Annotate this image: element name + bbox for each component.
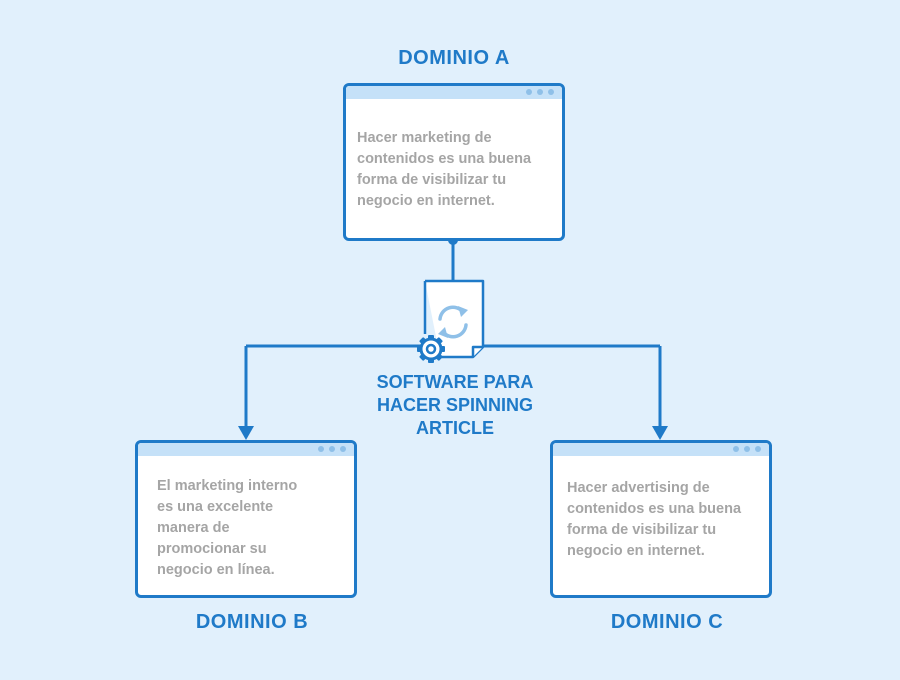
window-dots-icon bbox=[318, 446, 346, 452]
domain-c-title: DOMINIO C bbox=[610, 611, 724, 633]
domain-a-title: DOMINIO A bbox=[398, 47, 510, 69]
window-dots-icon bbox=[733, 446, 761, 452]
domain-c-window: Hacer advertising de contenidos es una b… bbox=[550, 440, 772, 598]
arrow-to-c-icon bbox=[652, 426, 668, 440]
domain-a-text: Hacer marketing de contenidos es una bue… bbox=[357, 130, 532, 209]
domain-b-text: El marketing interno es una excelente ma… bbox=[157, 478, 298, 578]
software-label-line: HACER SPINNING bbox=[376, 395, 533, 415]
domain-a-window: Hacer marketing de contenidos es una bue… bbox=[343, 83, 565, 241]
software-label-line: SOFTWARE PARA bbox=[376, 372, 534, 392]
document-icon bbox=[417, 279, 485, 363]
window-titlebar bbox=[138, 443, 354, 456]
domain-b-window: El marketing interno es una excelente ma… bbox=[135, 440, 357, 598]
window-titlebar bbox=[553, 443, 769, 456]
domain-c-text: Hacer advertising de contenidos es una b… bbox=[567, 480, 742, 559]
window-dots-icon bbox=[526, 89, 554, 95]
window-titlebar bbox=[346, 86, 562, 99]
software-label-line: ARTICLE bbox=[416, 418, 494, 438]
software-label: SOFTWARE PARA HACER SPINNING ARTICLE bbox=[345, 371, 565, 440]
gear-icon bbox=[417, 335, 445, 363]
arrow-to-b-icon bbox=[238, 426, 254, 440]
domain-b-title: DOMINIO B bbox=[195, 611, 309, 633]
